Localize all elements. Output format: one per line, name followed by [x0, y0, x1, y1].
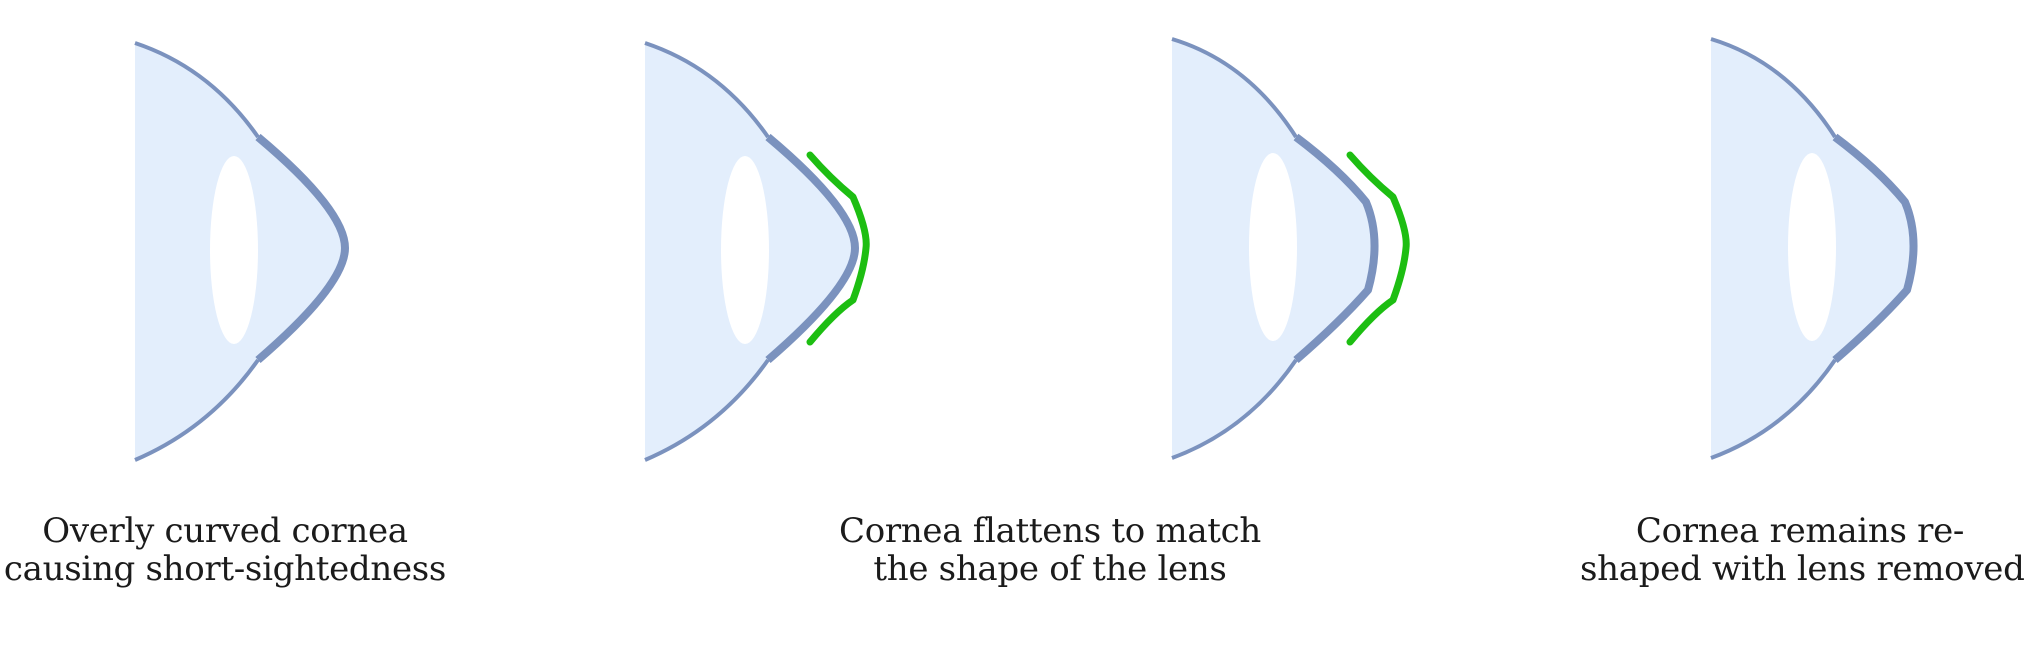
cornea-curve — [1293, 133, 1379, 364]
cornea-curve — [255, 133, 349, 364]
cornea-curve — [1832, 133, 1918, 364]
pupil — [1249, 153, 1297, 341]
ortho-k-lens — [1346, 151, 1410, 346]
eye-panel-2 — [644, 41, 870, 462]
eye-panel-1 — [134, 41, 349, 462]
ortho-k-lens — [806, 151, 870, 346]
pupil — [1788, 153, 1836, 341]
eye-panel-4 — [1710, 37, 1918, 460]
caption-cornea-flattens: Cornea flattens to match the shape of th… — [810, 512, 1290, 588]
caption-line: Cornea flattens to match — [838, 511, 1262, 551]
cornea-curve — [765, 133, 859, 364]
caption-line: shaped with lens removed — [1580, 549, 2024, 589]
eye-outline — [134, 41, 260, 462]
caption-line: the shape of the lens — [873, 549, 1227, 589]
caption-line: Overly curved cornea — [42, 511, 408, 551]
pupil — [721, 156, 769, 344]
caption-line: Cornea remains re- — [1635, 511, 1965, 551]
caption-line: causing short-sightedness — [3, 549, 447, 589]
pupil — [210, 156, 258, 344]
caption-overly-curved: Overly curved cornea causing short-sight… — [0, 512, 450, 588]
eye-outline — [644, 41, 770, 462]
eye-outline — [1710, 37, 1837, 460]
eye-panel-3 — [1171, 37, 1410, 460]
eye-outline — [1171, 37, 1298, 460]
caption-cornea-remains: Cornea remains re- shaped with lens remo… — [1580, 511, 2024, 589]
